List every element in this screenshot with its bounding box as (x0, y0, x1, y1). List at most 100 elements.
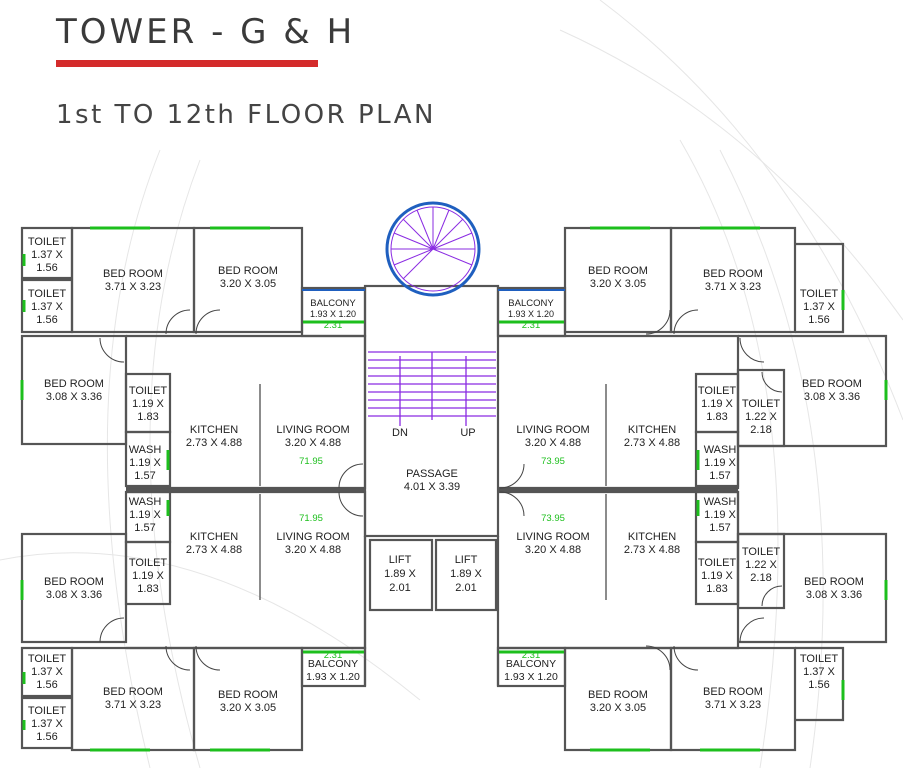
room-dims: 3.71 X 3.23 (705, 281, 761, 293)
room-dims: 2.73 X 4.88 (186, 437, 242, 449)
room-name: KITCHEN (628, 424, 676, 436)
room-dims: 4.01 X 3.39 (404, 481, 460, 493)
room-dims: 3.20 X 3.05 (590, 278, 646, 290)
window-size: 2.31 (324, 650, 343, 661)
room-dims: 1.56 (36, 679, 57, 691)
room-name: BALCONY (508, 298, 554, 309)
room-name: LIFT (455, 554, 478, 566)
room-dims: 1.19 X (704, 509, 736, 521)
room-name: WASH (704, 496, 737, 508)
room-name: LIVING ROOM (276, 424, 349, 436)
room-dims: 3.08 X 3.36 (806, 589, 862, 601)
room-dims: 1.83 (137, 583, 158, 595)
room-name: LIFT (389, 554, 412, 566)
room-name: BED ROOM (588, 265, 648, 277)
stair-up-label: UP (460, 427, 475, 439)
room-dims: 1.37 X (31, 249, 63, 261)
room-dims: 1.89 X (384, 568, 416, 580)
room-name: BALCONY (506, 658, 556, 670)
spiral-staircase (385, 201, 481, 297)
room-dims: 3.08 X 3.36 (804, 391, 860, 403)
stair-down-label: DN (392, 427, 408, 439)
room-dims: 3.08 X 3.36 (46, 391, 102, 403)
room-dims: 3.08 X 3.36 (46, 589, 102, 601)
room-dims: 1.37 X (31, 718, 63, 730)
room-dims: 1.83 (137, 411, 158, 423)
room-dims: 3.71 X 3.23 (705, 699, 761, 711)
room-dims: 1.22 X (745, 411, 777, 423)
room-dims: 2.73 X 4.88 (186, 544, 242, 556)
room-name: KITCHEN (628, 531, 676, 543)
room-name: BED ROOM (804, 576, 864, 588)
staircase-flight (368, 351, 496, 426)
room-dims: 1.19 X (701, 398, 733, 410)
room-dims: 1.57 (709, 470, 730, 482)
room-dims: 2.01 (389, 582, 410, 594)
room-dims: 1.22 X (745, 559, 777, 571)
room-dims: 1.56 (36, 731, 57, 743)
room-name: TOILET (742, 546, 781, 558)
window-size: 2.31 (522, 320, 541, 331)
room-dims: 2.18 (750, 424, 771, 436)
room-dims: 1.56 (36, 262, 57, 274)
room-dims: 1.19 X (704, 457, 736, 469)
room-dims: 1.93 X 1.20 (508, 309, 554, 319)
room-dims: 1.19 X (132, 570, 164, 582)
title-accent-bar (56, 60, 318, 67)
room-dims: 1.37 X (31, 666, 63, 678)
room-dims: 3.71 X 3.23 (105, 281, 161, 293)
door-swings (99, 309, 783, 671)
room-dims: 2.18 (750, 572, 771, 584)
room-dims: 1.83 (706, 583, 727, 595)
area-label: 71.95 (299, 456, 323, 467)
room-name: LIVING ROOM (516, 424, 589, 436)
partitions (259, 384, 607, 600)
room-dims: 3.20 X 4.88 (285, 544, 341, 556)
window-size: 2.31 (522, 650, 541, 661)
room-name: TOILET (28, 705, 67, 717)
room-name: PASSAGE (406, 468, 458, 480)
room-name: TOILET (800, 288, 839, 300)
room-name: TOILET (28, 236, 67, 248)
room-dims: 1.57 (134, 470, 155, 482)
area-label: 71.95 (299, 513, 323, 524)
room-name: BED ROOM (103, 686, 163, 698)
room-dims: 2.73 X 4.88 (624, 437, 680, 449)
room-dims: 1.37 X (803, 301, 835, 313)
room-dims: 1.57 (134, 522, 155, 534)
room-name: TOILET (28, 653, 67, 665)
room-name: LIVING ROOM (276, 531, 349, 543)
room-dims: 1.37 X (31, 301, 63, 313)
room-dims: 1.19 X (701, 570, 733, 582)
room-dims: 1.93 X 1.20 (504, 671, 558, 683)
room-name: TOILET (129, 385, 168, 397)
room-name: TOILET (742, 398, 781, 410)
area-label: 73.95 (541, 513, 565, 524)
room-dims: 1.83 (706, 411, 727, 423)
room-dims: 1.89 X (450, 568, 482, 580)
room-dims: 3.20 X 4.88 (525, 544, 581, 556)
room-name: BALCONY (308, 658, 358, 670)
room-name: LIVING ROOM (516, 531, 589, 543)
room-dims: 1.93 X 1.20 (310, 309, 356, 319)
room-dims: 3.20 X 4.88 (285, 437, 341, 449)
room-name: BED ROOM (703, 686, 763, 698)
room-name: BED ROOM (103, 268, 163, 280)
room-name: BED ROOM (218, 265, 278, 277)
room-name: TOILET (28, 288, 67, 300)
room-name: BED ROOM (218, 689, 278, 701)
page-subtitle: 1st TO 12th FLOOR PLAN (56, 100, 436, 130)
room-name: TOILET (129, 557, 168, 569)
room-dims: 3.71 X 3.23 (105, 699, 161, 711)
room-name: BED ROOM (44, 378, 104, 390)
room-dims: 1.37 X (803, 666, 835, 678)
room-dims: 1.56 (808, 314, 829, 326)
room-dims: 1.57 (709, 522, 730, 534)
room-dims: 3.20 X 4.88 (525, 437, 581, 449)
room-dims: 3.20 X 3.05 (220, 702, 276, 714)
room-dims: 1.19 X (129, 457, 161, 469)
room-dims: 1.56 (808, 679, 829, 691)
room-name: WASH (129, 444, 162, 456)
